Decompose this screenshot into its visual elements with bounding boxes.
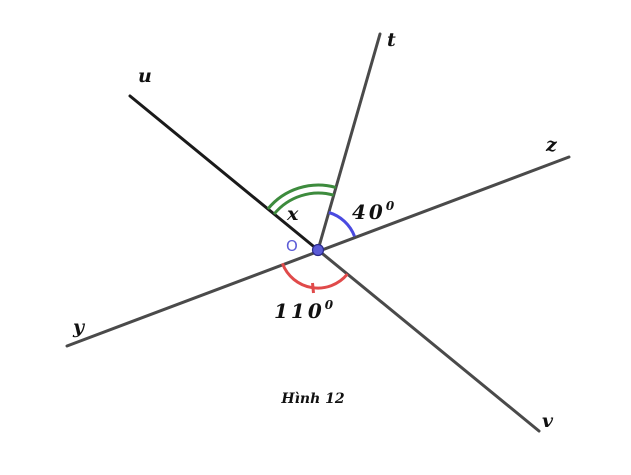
ray-z-label: z: [545, 134, 558, 156]
angle-toz-arc: [328, 211, 356, 237]
ray-u-label: u: [138, 65, 152, 87]
ray-ov: [316, 248, 541, 433]
angle-toz-label: 400: [352, 199, 395, 224]
ray-v-label: v: [542, 410, 554, 432]
ray-t-label: t: [387, 29, 396, 51]
angle-x-label: x: [286, 203, 299, 225]
ray-ou: [128, 94, 320, 252]
angle-yov-value: 110: [274, 299, 325, 323]
angle-x-arc-inner: [272, 191, 335, 216]
ray-y-label: y: [72, 316, 86, 338]
angle-toz-degree: 0: [386, 199, 395, 213]
angle-toz-value: 40: [352, 200, 386, 224]
angle-x-arc-outer: [266, 183, 337, 210]
point-o-label: O: [286, 237, 298, 255]
angle-yov-tick: [311, 282, 315, 294]
ray-ot: [316, 32, 382, 252]
figure-caption: Hình 12: [280, 391, 345, 407]
angle-yov-label: 1100: [274, 298, 334, 323]
angle-yov-degree: 0: [325, 298, 334, 312]
point-o: [311, 243, 325, 257]
